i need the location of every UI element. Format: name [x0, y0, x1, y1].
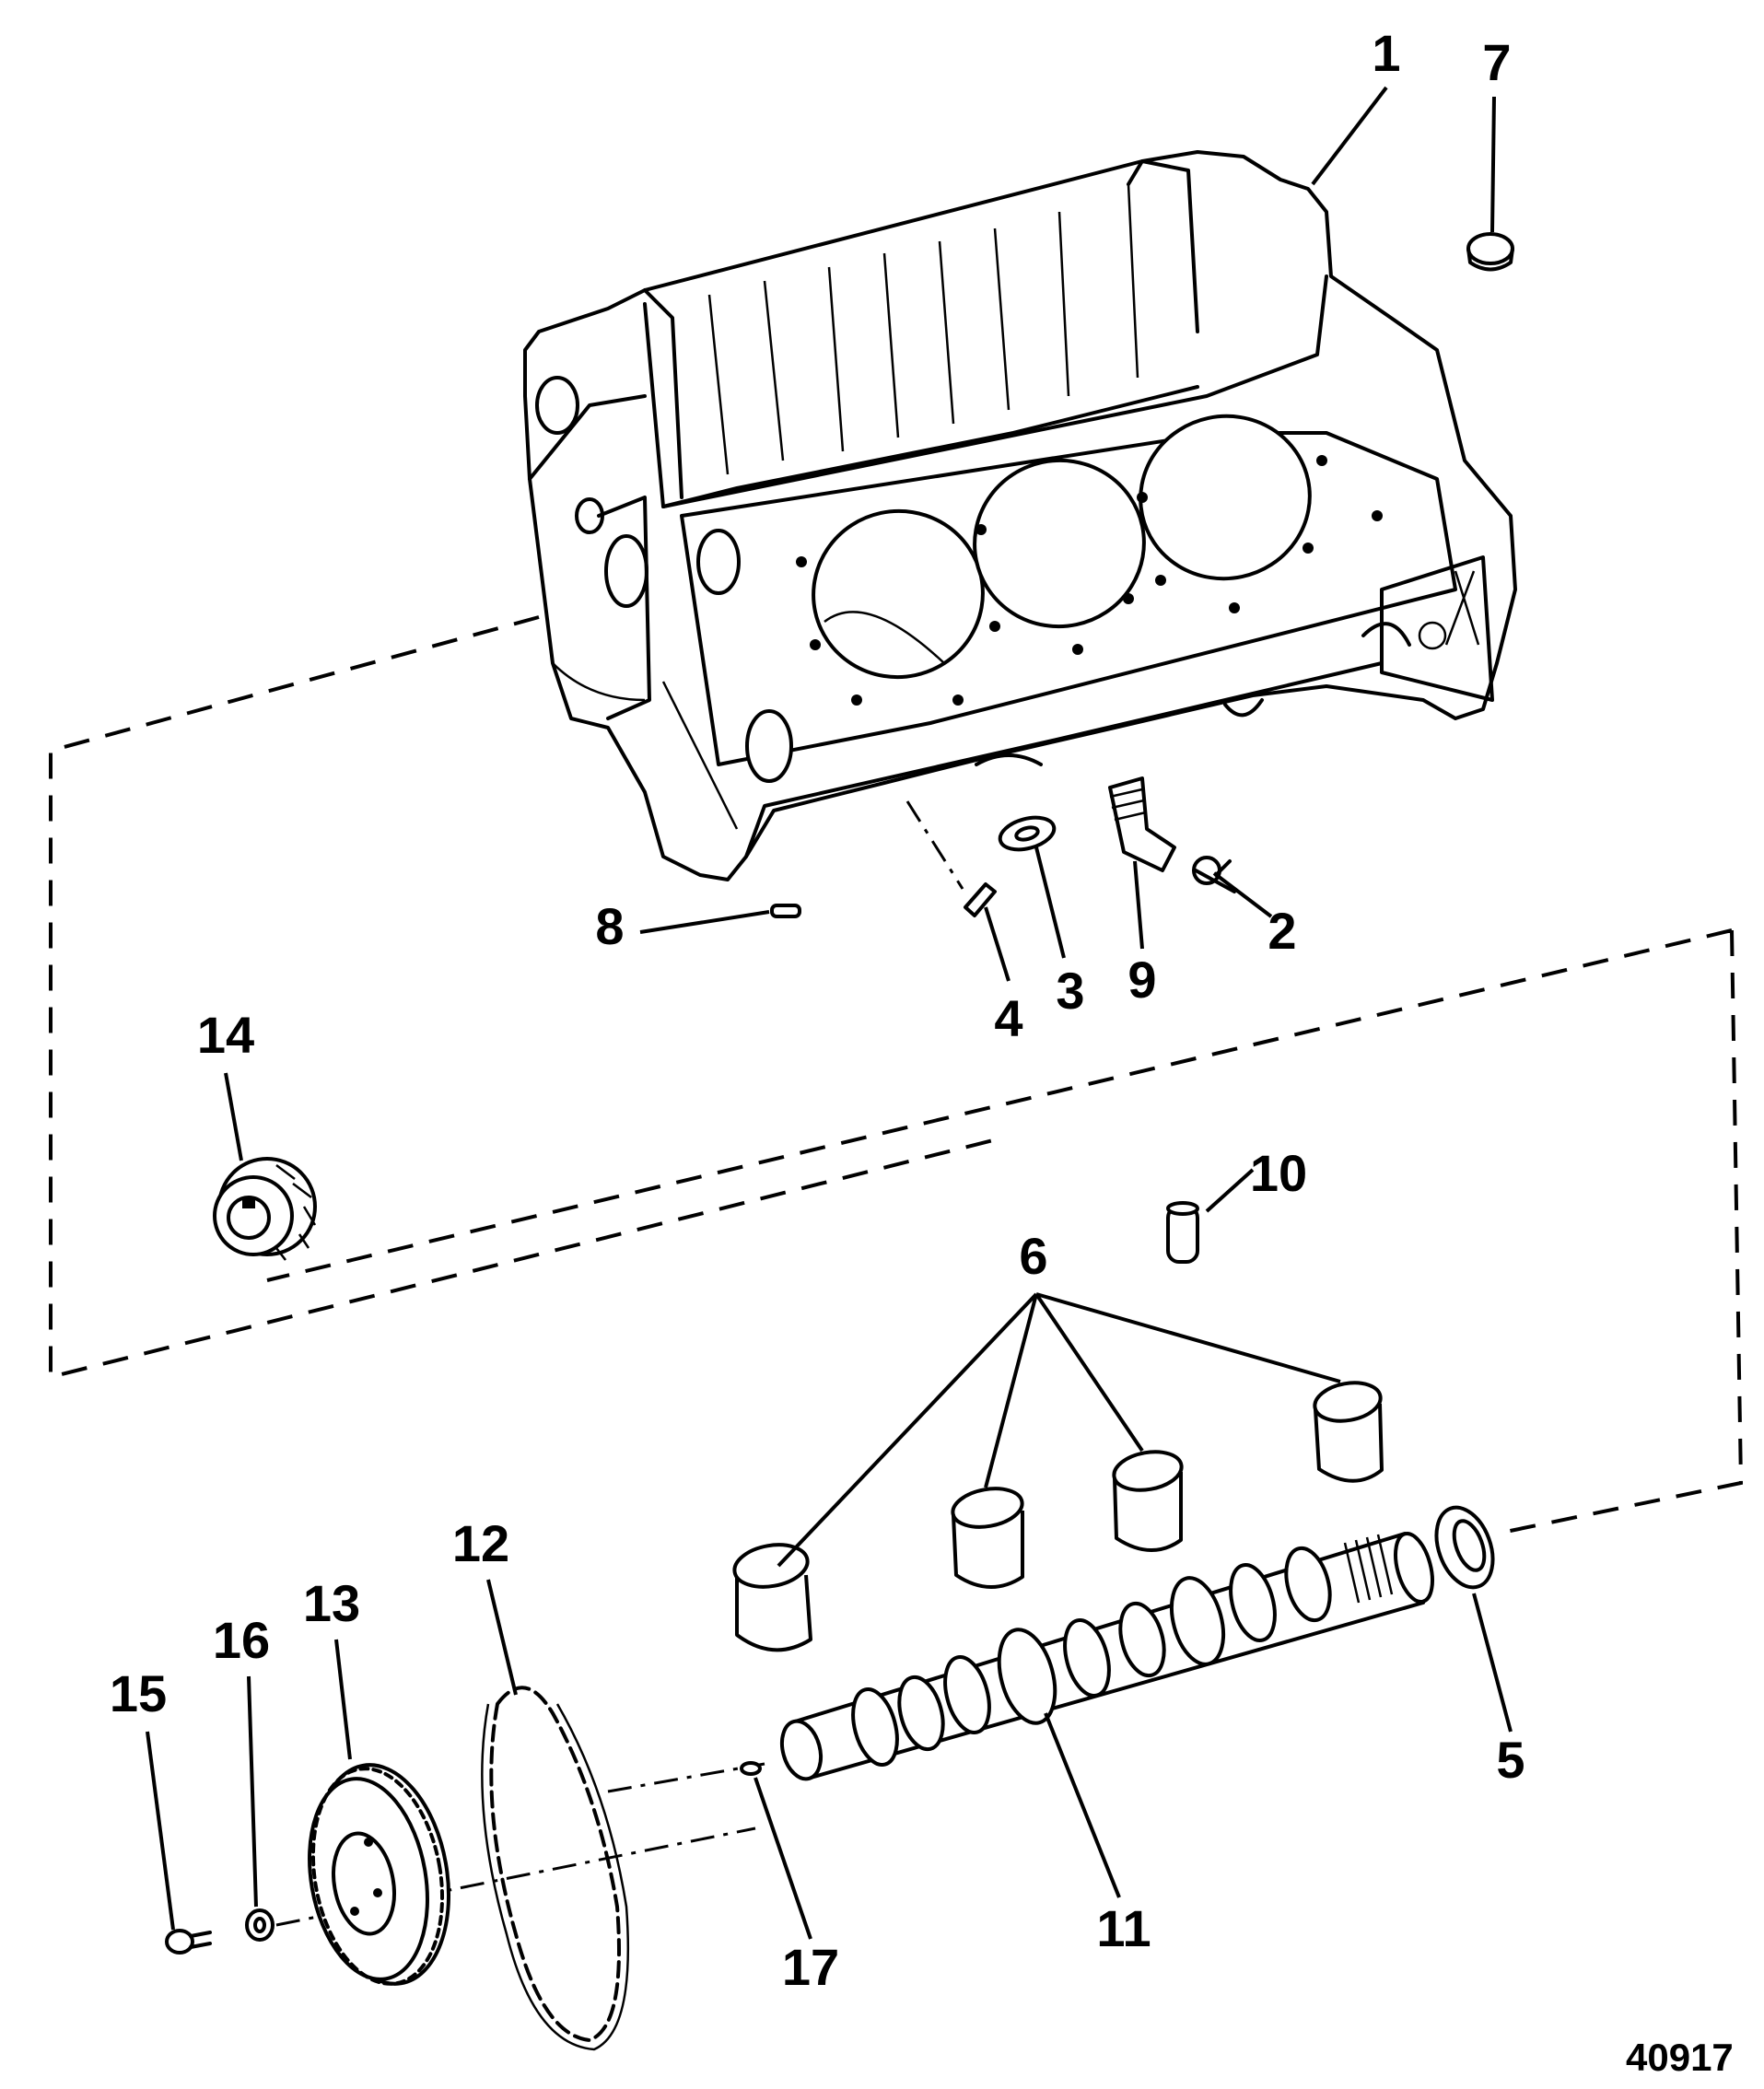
- callout-5: 5: [1496, 1731, 1525, 1789]
- callout-14: 14: [197, 1006, 254, 1064]
- washer: [998, 815, 1057, 852]
- cam-bearing-4: [1313, 1381, 1384, 1483]
- callout-10: 10: [1250, 1144, 1307, 1202]
- elbow-fitting: [1108, 776, 1176, 872]
- callout-4: 4: [994, 989, 1022, 1047]
- assembly-boundary-left: [49, 615, 1005, 1380]
- callout-2: 2: [1268, 902, 1296, 960]
- camshaft-center-line: [905, 800, 964, 890]
- callout-8: 8: [595, 897, 624, 955]
- callout-17: 17: [782, 1938, 839, 1996]
- cam-bearing-2: [951, 1487, 1024, 1589]
- callout-15: 15: [110, 1664, 167, 1722]
- dowel-pin: [964, 882, 997, 917]
- drain-fitting: [1192, 856, 1236, 893]
- valve-lifter: [1166, 1201, 1199, 1264]
- small-pin: [770, 904, 801, 918]
- callout-12: 12: [452, 1514, 509, 1572]
- callout-1: 1: [1372, 24, 1400, 82]
- cam-bearing-1: [732, 1543, 812, 1652]
- woodruff-key: [740, 1761, 762, 1776]
- callout-9: 9: [1127, 951, 1156, 1009]
- camshaft: [779, 1532, 1434, 1781]
- callout-13: 13: [303, 1574, 360, 1632]
- figure-number: 40917: [1626, 2036, 1734, 2079]
- camshaft-sprocket: [308, 1763, 451, 1986]
- callout-16: 16: [213, 1611, 270, 1669]
- leader-lines: [146, 86, 1513, 1940]
- callout-7: 7: [1482, 33, 1511, 91]
- engine-block: [523, 150, 1517, 881]
- cam-bearing-3: [1112, 1450, 1184, 1552]
- timing-chain: [481, 1686, 630, 2051]
- callout-3: 3: [1056, 962, 1084, 1020]
- callout-6: 6: [1019, 1227, 1047, 1285]
- crankshaft-sprocket: [213, 1157, 317, 1261]
- sprocket-washer: [245, 1908, 275, 1942]
- callout-11: 11: [1096, 1899, 1151, 1957]
- plug: [1466, 232, 1514, 272]
- rear-bearing: [1434, 1505, 1495, 1590]
- sprocket-bolt: [165, 1929, 212, 1955]
- assembly-boundary-right: [266, 928, 1744, 1535]
